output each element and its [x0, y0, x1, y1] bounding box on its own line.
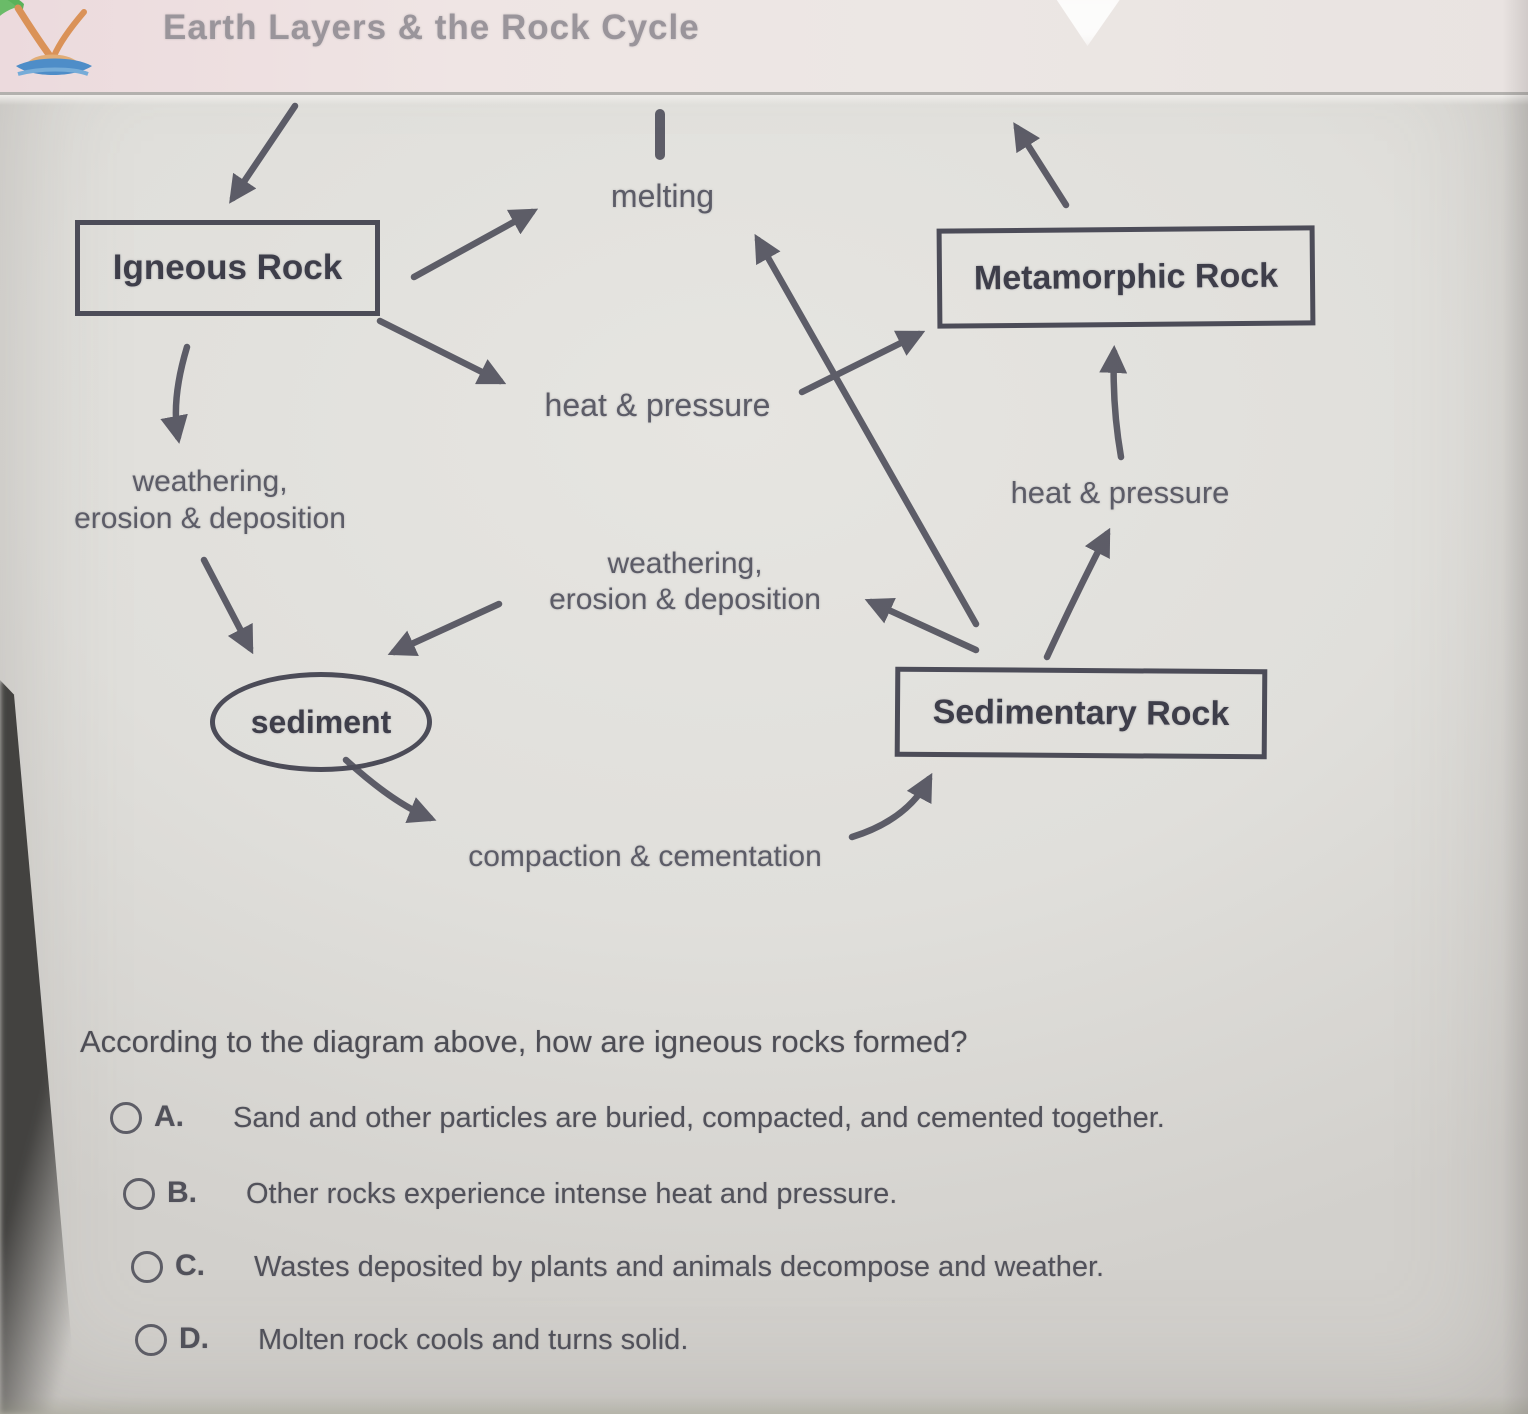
- option-row-d[interactable]: D. Molten rock cools and turns solid.: [135, 1322, 688, 1358]
- option-c-letter: C.: [175, 1249, 205, 1282]
- label-heat-pressure-left: heat & pressure: [544, 387, 771, 423]
- label-weathering-center: weathering, erosion & deposition: [515, 546, 855, 618]
- arrow-sedimentary-to-weathering: [864, 598, 980, 654]
- label-compaction-cementation: compaction & cementation: [468, 840, 822, 873]
- arrow-sedimentary-to-heat-pressure: [1043, 527, 1111, 661]
- node-igneous-rock: Igneous Rock: [75, 220, 380, 316]
- label-weathering-left: weathering, erosion & deposition: [30, 463, 390, 537]
- label-weathering-left-line1: weathering,: [132, 465, 288, 498]
- palm-tree-island-icon: [0, 0, 92, 76]
- arrow-igneous-to-weathering: [160, 343, 191, 444]
- photo-right-edge: [1502, 0, 1528, 1414]
- radio-option-d[interactable]: [135, 1324, 167, 1356]
- question-prompt: According to the diagram above, how are …: [80, 1024, 968, 1059]
- arrow-heat-pressure-up-to-metamorphic: [1099, 345, 1128, 461]
- option-row-c[interactable]: C. Wastes deposited by plants and animal…: [131, 1249, 1104, 1285]
- node-igneous-label: Igneous Rock: [112, 248, 343, 287]
- label-melting: melting: [610, 178, 715, 214]
- arrow-heat-pressure-to-metamorphic: [798, 330, 926, 396]
- option-b-text: Other rocks experience intense heat and …: [246, 1178, 898, 1210]
- radio-option-b[interactable]: [123, 1178, 155, 1210]
- arrow-igneous-to-heat-pressure: [376, 317, 507, 385]
- radio-option-a[interactable]: [110, 1102, 142, 1134]
- option-c-text: Wastes deposited by plants and animals d…: [254, 1251, 1105, 1283]
- arrow-into-igneous: [229, 102, 299, 204]
- arrow-compaction-to-sedimentary: [848, 772, 933, 841]
- label-heat-pressure-right: heat & pressure: [1010, 475, 1230, 510]
- radio-option-c[interactable]: [131, 1251, 163, 1283]
- option-a-letter: A.: [154, 1100, 184, 1133]
- node-metamorphic-label: Metamorphic Rock: [973, 256, 1279, 297]
- option-b-letter: B.: [167, 1176, 197, 1209]
- photo-bottom-edge: [0, 1396, 1528, 1414]
- option-d-text: Molten rock cools and turns solid.: [258, 1324, 689, 1356]
- option-row-a[interactable]: A. Sand and other particles are buried, …: [110, 1100, 1165, 1136]
- page-title: Earth Layers & the Rock Cycle: [163, 8, 700, 47]
- node-sediment-label: sediment: [250, 703, 392, 740]
- node-sedimentary-rock: Sedimentary Rock: [894, 666, 1268, 760]
- arrow-sedimentary-to-melting: [754, 233, 980, 628]
- option-row-b[interactable]: B. Other rocks experience intense heat a…: [123, 1176, 897, 1212]
- arrow-metamorphic-upward: [1013, 122, 1070, 209]
- label-weathering-left-line2: erosion & deposition: [74, 502, 346, 535]
- label-weathering-center-line1: weathering,: [607, 547, 763, 580]
- node-sediment: sediment: [210, 672, 432, 772]
- page-header: Earth Layers & the Rock Cycle: [0, 0, 1528, 105]
- option-d-letter: D.: [179, 1322, 209, 1355]
- arrow-weathering-to-sediment: [200, 556, 254, 655]
- option-a-text: Sand and other particles are buried, com…: [233, 1102, 1165, 1134]
- node-sedimentary-label: Sedimentary Rock: [932, 692, 1230, 733]
- label-weathering-center-line2: erosion & deposition: [549, 583, 821, 616]
- arrow-igneous-to-melting: [410, 208, 539, 281]
- node-metamorphic-rock: Metamorphic Rock: [936, 225, 1316, 329]
- arrow-center-weathering-to-sediment: [387, 600, 503, 656]
